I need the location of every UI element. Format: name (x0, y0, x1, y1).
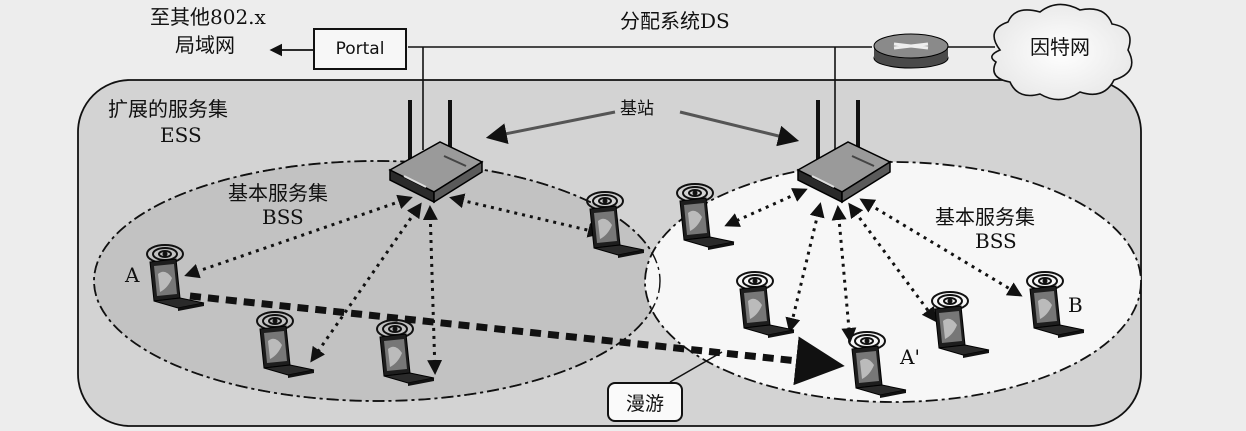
station-a-label: A (125, 263, 140, 287)
internet-label: 因特网 (1030, 35, 1090, 59)
ess-cn-label: 扩展的服务集 (108, 97, 228, 121)
router-icon (873, 33, 949, 69)
bss-left-region (93, 160, 661, 402)
left-bss-links (184, 193, 603, 375)
ds-label: 分配系统DS (620, 9, 730, 33)
to-other-lan-label: 至其他802.x (150, 5, 266, 29)
lan-label: 局域网 (175, 33, 235, 57)
bss-left-en-label: BSS (262, 205, 304, 229)
station-a-prime-label: A' (900, 345, 920, 369)
portal-box: Portal (313, 28, 407, 70)
roaming-pointer (669, 351, 723, 383)
base-station-arrow-right (679, 110, 800, 147)
roaming-path (189, 292, 845, 386)
right-bss-links (724, 188, 1023, 343)
ess-en-label: ESS (160, 123, 202, 147)
cloud-icon (991, 3, 1133, 101)
bss-right-cn-label: 基本服务集 (935, 205, 1035, 229)
base-station-arrow-left (485, 110, 616, 145)
base-station-label: 基站 (620, 99, 654, 119)
bss-right-en-label: BSS (975, 229, 1017, 253)
bss-left-cn-label: 基本服务集 (228, 181, 328, 205)
station-b-label: B (1068, 293, 1083, 317)
roaming-label: 漫游 (607, 382, 683, 422)
bss-right-region (644, 161, 1142, 403)
